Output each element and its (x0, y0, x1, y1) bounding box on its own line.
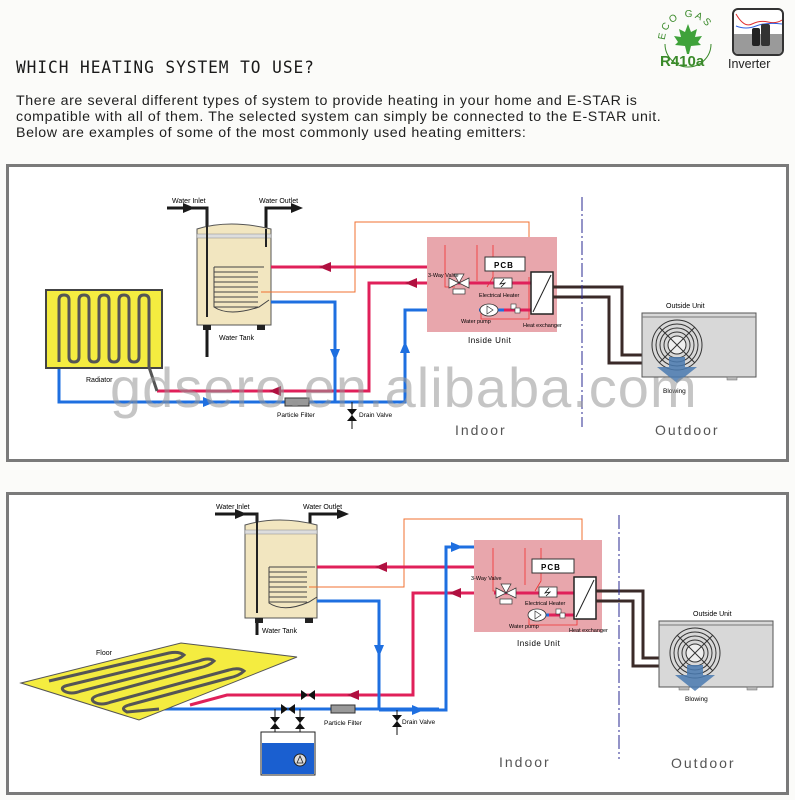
airflow-arrow-icon (675, 665, 715, 691)
three-way-valve-label: 3-Way Valve (428, 273, 459, 279)
indoor-label: Indoor (455, 422, 507, 438)
floor-label: Floor (96, 650, 113, 657)
refrigerant-line (596, 599, 669, 668)
electrical-heater-icon (538, 586, 558, 598)
water-inlet-label: Water Inlet (172, 198, 206, 205)
particle-filter (284, 397, 310, 407)
pcb-box (531, 558, 575, 574)
refrigerant-line (553, 295, 649, 365)
water-outlet-label: Water Outlet (303, 504, 342, 511)
airflow-arrow-icon (657, 357, 697, 383)
electrical-heater-label: Electrical Heater (525, 601, 566, 607)
page-title: WHICH HEATING SYSTEM TO USE? (16, 58, 315, 78)
outside-unit-label: Outside Unit (666, 303, 705, 310)
inverter-label: Inverter (728, 57, 771, 71)
heat-exchanger-label: Heat exchanger (569, 628, 608, 634)
water-outlet-pipe (264, 203, 303, 247)
isolation-valve-hot[interactable] (301, 690, 315, 700)
blowing-label: Blowing (663, 388, 686, 395)
refrigerant-line (553, 285, 649, 357)
arrow-right-icon (183, 203, 195, 213)
inside-unit: PCB 3-Way Valve Electrical Heater Water … (471, 540, 608, 634)
particle-filter-label: Particle Filter (277, 412, 316, 419)
particle-filter (330, 704, 356, 714)
inverter-badge (732, 8, 784, 56)
water-tank-label: Water Tank (219, 335, 255, 342)
drain-valve-label: Drain Valve (402, 719, 436, 726)
drain-valve-label: Drain Valve (359, 412, 393, 419)
electrical-heater-label: Electrical Heater (479, 293, 520, 299)
isolation-valve-cold[interactable] (281, 704, 295, 714)
arrow-right-icon (337, 509, 349, 519)
water-pump-icon (479, 303, 499, 317)
sensor-wire (261, 221, 530, 293)
outdoor-label: Outdoor (655, 422, 720, 438)
intro-line: compatible with all of them. The selecte… (16, 109, 662, 125)
pcb-box (484, 256, 526, 272)
radiator (45, 289, 163, 392)
water-tank (196, 208, 272, 330)
indoor-label: Indoor (499, 754, 551, 770)
three-way-valve-icon (495, 583, 517, 605)
three-way-valve-icon (448, 273, 470, 295)
outdoor-label: Outdoor (671, 755, 736, 771)
particle-filter-label: Particle Filter (324, 720, 363, 727)
intro-line: There are several different types of sys… (16, 93, 638, 109)
svg-text:PCB: PCB (541, 563, 561, 572)
inside-unit-label: Inside Unit (468, 336, 512, 345)
outside-unit (641, 312, 757, 383)
heat-exchanger (573, 576, 597, 620)
intro-paragraph: There are several different types of sys… (16, 93, 786, 141)
refrigerant-label: R410a (660, 53, 705, 70)
radiator-label: Radiator (86, 377, 113, 384)
water-outlet-label: Water Outlet (259, 198, 298, 205)
water-pump-label: Water pump (509, 624, 539, 630)
water-tank (244, 514, 318, 623)
floor-heating-system-diagram: Water Inlet Water Outlet Water Tank Floo… (6, 492, 789, 795)
eco-gas-badge: ECO GAS (657, 9, 712, 68)
cold-return-pipe-tank (317, 599, 381, 710)
maple-leaf-icon (674, 24, 702, 54)
fill-tank (260, 731, 316, 776)
electrical-heater-icon (493, 277, 513, 289)
drain-valve[interactable] (347, 402, 357, 429)
cold-return-pipe-tank (271, 300, 337, 402)
sensor-wire (309, 518, 583, 588)
heat-exchanger (530, 271, 554, 315)
drain-valve[interactable] (392, 710, 402, 735)
outside-unit-label: Outside Unit (693, 611, 732, 618)
radiator-system-diagram: Water Inlet Water Outlet Water Tank Radi… (6, 164, 789, 462)
blowing-label: Blowing (685, 696, 708, 703)
compressor-icon (734, 13, 782, 54)
arrow-right-icon (291, 203, 303, 213)
heat-exchanger-label: Heat exchanger (523, 323, 562, 329)
outside-unit (658, 620, 774, 691)
inside-unit: PCB 3-Way Valve Electrical Heater Water … (427, 237, 562, 332)
water-tank-label: Water Tank (262, 628, 298, 635)
intro-line: Below are examples of some of the most c… (16, 125, 527, 141)
water-pump-icon (527, 608, 547, 622)
three-way-valve-label: 3-Way Valve (471, 576, 502, 582)
water-pump-label: Water pump (461, 319, 491, 325)
inside-unit-label: Inside Unit (517, 639, 561, 648)
floor-heating-panel (19, 642, 298, 721)
arrow-right-icon (235, 509, 247, 519)
hot-supply-pipe-floor (189, 591, 494, 707)
water-inlet-label: Water Inlet (216, 504, 250, 511)
svg-text:PCB: PCB (494, 261, 514, 270)
